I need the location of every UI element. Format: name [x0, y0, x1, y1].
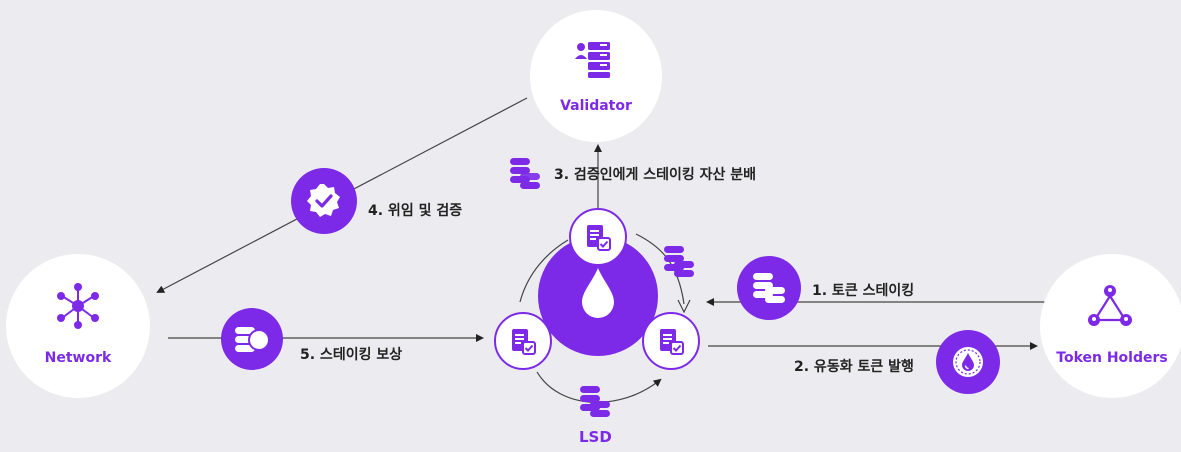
coins-reward-icon	[235, 327, 270, 352]
step4-badge	[291, 168, 357, 234]
step4-label: 4. 위임 및 검증	[368, 203, 463, 219]
step1-badge	[737, 256, 801, 320]
network-label: Network	[44, 350, 112, 366]
verified-badge-icon	[307, 184, 340, 217]
token-holders-node: Token Holders	[1040, 254, 1181, 398]
step1-label: 1. 토큰 스테이킹	[812, 283, 915, 299]
step2-label: 2. 유동화 토큰 발행	[794, 359, 914, 375]
coin-stack-icon	[753, 273, 785, 303]
lsd-doc-right	[642, 312, 700, 370]
users-triangle-icon	[1088, 285, 1132, 326]
network-hub-icon	[57, 283, 99, 329]
document-check-icon	[660, 329, 684, 355]
server-user-icon	[575, 42, 610, 78]
document-check-icon	[587, 225, 611, 251]
lsd-label: LSD	[579, 428, 612, 446]
step5-label: 5. 스테이킹 보상	[300, 347, 403, 363]
step5-badge	[221, 308, 283, 370]
document-check-icon	[512, 329, 536, 355]
step2-badge	[936, 330, 1000, 394]
liquid-token-icon	[953, 347, 983, 377]
network-node: Network	[6, 254, 150, 398]
step3-label: 3. 검증인에게 스테이킹 자산 분배	[554, 167, 756, 183]
cycle-arc-top-head	[677, 299, 691, 314]
validator-node: Validator	[530, 10, 662, 142]
cycle-arc-left	[519, 239, 569, 303]
coin-stack-icon	[580, 386, 610, 417]
coin-stack-icon	[664, 246, 694, 277]
lsd-doc-top	[569, 208, 627, 266]
water-drop-icon	[582, 268, 614, 318]
validator-label: Validator	[560, 98, 632, 114]
lsd-doc-left	[494, 312, 552, 370]
token-holders-label: Token Holders	[1056, 350, 1168, 366]
coin-stack-icon	[510, 158, 540, 189]
